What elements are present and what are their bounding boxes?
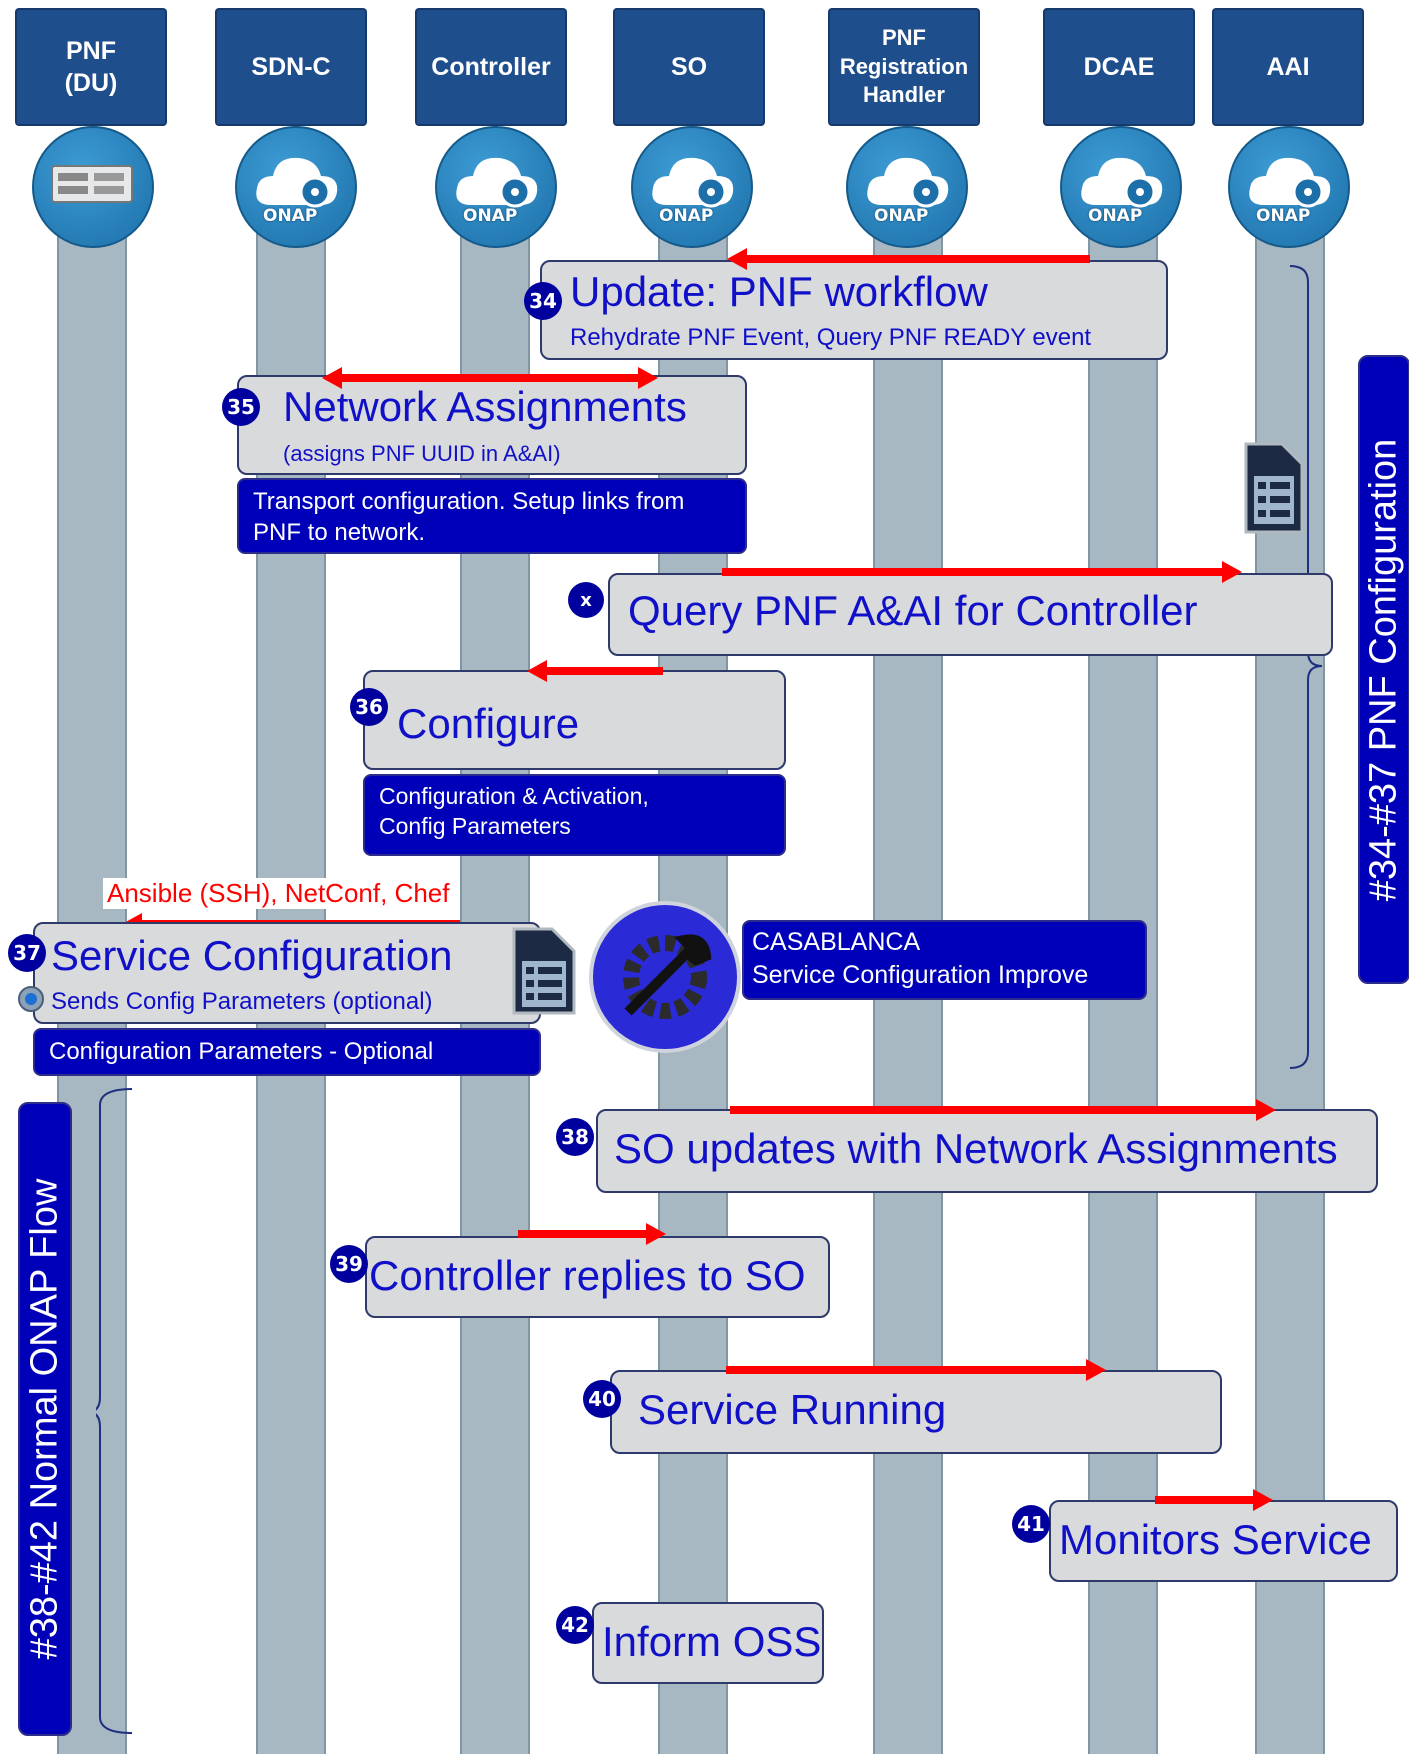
lane-aai: [1255, 150, 1325, 1754]
step-badge: 35: [222, 388, 260, 426]
onap-cloud-icon: ONAP: [631, 126, 753, 248]
header-controller: Controller: [415, 8, 567, 126]
step-40-box: Service Running: [610, 1370, 1222, 1454]
step-title: Service Running: [638, 1386, 947, 1433]
step-badge: 40: [583, 1380, 621, 1418]
step-34-box: Update: PNF workflow Rehydrate PNF Event…: [540, 260, 1168, 360]
header-prh: PNF Registration Handler: [828, 8, 980, 126]
step-badge: 39: [330, 1245, 368, 1283]
onap-cloud-icon: ONAP: [846, 126, 968, 248]
header-sdnc: SDN-C: [215, 8, 367, 126]
server-icon: [32, 126, 154, 248]
step-badge: x: [568, 582, 604, 618]
step-42-box: Inform OSS: [592, 1602, 824, 1684]
arrow-so-to-controller: [527, 660, 663, 682]
onap-logo: ONAP: [463, 206, 518, 226]
arrow-so-to-aai: [722, 561, 1242, 583]
arrow-sdnc-so-bidirectional: [322, 367, 658, 389]
step-title: SO updates with Network Assignments: [614, 1125, 1338, 1172]
step-39-box: Controller replies to SO: [365, 1236, 830, 1318]
onap-logo: ONAP: [659, 206, 714, 226]
casablanca-title: CASABLANCA: [752, 928, 921, 956]
onap-logo: ONAP: [874, 206, 929, 226]
onap-logo: ONAP: [1256, 206, 1311, 226]
onap-cloud-icon: ONAP: [235, 126, 357, 248]
step-badge: 38: [556, 1118, 594, 1156]
header-so: SO: [613, 8, 765, 126]
step-badge: 37: [8, 934, 46, 972]
step-title: Configure: [397, 700, 580, 747]
step-title: Inform OSS: [602, 1618, 822, 1665]
step-36-note: Configuration & Activation, Config Param…: [363, 774, 786, 856]
step-title: Network Assignments: [283, 383, 687, 430]
group-label-pnf-config: #34-#37 PNF Configuration: [1358, 355, 1409, 984]
step-37-note: Configuration Parameters - Optional: [33, 1028, 541, 1076]
document-icon: [512, 927, 576, 1015]
onap-cloud-icon: ONAP: [435, 126, 557, 248]
gear-icon: [18, 986, 44, 1012]
step-badge: 34: [524, 282, 562, 320]
step-title: Monitors Service: [1059, 1516, 1372, 1563]
header-pnf: PNF (DU): [15, 8, 167, 126]
step-subtitle: Rehydrate PNF Event, Query PNF READY eve…: [570, 324, 1092, 351]
step-35-note: Transport configuration. Setup links fro…: [237, 478, 747, 554]
onap-cloud-icon: ONAP: [1060, 126, 1182, 248]
header-dcae: DCAE: [1043, 8, 1195, 126]
step-37-box: Service Configuration Sends Config Param…: [33, 922, 541, 1024]
document-icon: [1244, 442, 1304, 534]
header-aai: AAI: [1212, 8, 1364, 126]
arrow-dcae-to-so: [727, 248, 1090, 270]
step-title: Query PNF A&AI for Controller: [628, 587, 1198, 634]
group-label-text: #38-#42 Normal ONAP Flow: [23, 1178, 66, 1660]
onap-logo: ONAP: [263, 206, 318, 226]
group-label-normal-flow: #38-#42 Normal ONAP Flow: [18, 1102, 72, 1736]
step-38-box: SO updates with Network Assignments: [596, 1109, 1378, 1193]
onap-logo: ONAP: [1088, 206, 1143, 226]
group-bracket-normal-flow: [96, 1088, 133, 1734]
step-title: Controller replies to SO: [369, 1252, 806, 1299]
protocols-label: Ansible (SSH), NetConf, Chef: [103, 878, 454, 909]
step-36-box: Configure: [363, 670, 786, 770]
step-badge: 41: [1012, 1505, 1050, 1543]
arrow-so-to-aai: [730, 1099, 1276, 1121]
arrow-so-to-dcae: [726, 1359, 1106, 1381]
step-badge: 36: [350, 688, 388, 726]
step-title: Update: PNF workflow: [570, 268, 988, 315]
step-35-box: Network Assignments (assigns PNF UUID in…: [237, 375, 747, 475]
step-title: Service Configuration: [51, 932, 453, 979]
arrow-dcae-to-aai: [1155, 1489, 1273, 1511]
casablanca-box: CASABLANCA Service Configuration Improve: [742, 920, 1147, 1000]
group-bracket-pnf-config: [1289, 265, 1323, 1069]
step-subtitle: Sends Config Parameters (optional): [51, 988, 433, 1015]
step-subtitle: (assigns PNF UUID in A&AI): [283, 441, 561, 466]
onap-cloud-icon: ONAP: [1228, 126, 1350, 248]
casablanca-subtitle: Service Configuration Improve: [752, 960, 1089, 989]
step-41-box: Monitors Service: [1049, 1500, 1398, 1582]
step-x-box: Query PNF A&AI for Controller: [608, 573, 1333, 656]
step-badge: 42: [556, 1606, 594, 1644]
arrow-controller-to-so: [518, 1223, 666, 1245]
tools-icon: [589, 901, 741, 1053]
group-label-text: #34-#37 PNF Configuration: [1362, 438, 1405, 901]
